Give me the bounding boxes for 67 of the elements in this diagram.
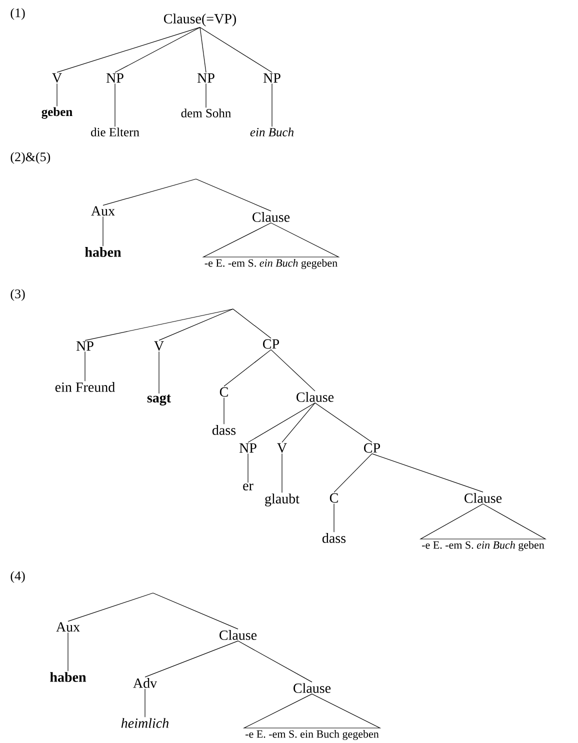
branch-line [144, 688, 146, 718]
branch-line [84, 308, 234, 341]
branch-line [56, 83, 58, 107]
tree-node-label: Adv [133, 678, 158, 688]
tree-node-label: dass [322, 533, 346, 543]
branch-line [158, 308, 234, 341]
branch-line [282, 402, 316, 443]
tree-node-label: sagt [147, 394, 171, 406]
tree-node-label: C [330, 493, 338, 503]
tree-node-label: ein Freund [55, 382, 115, 392]
tree-node-label: NP [76, 341, 94, 351]
branch-line [200, 27, 272, 73]
terminal-string: -e E. -em S. ein Buch geben [422, 541, 544, 551]
branch-line [196, 178, 272, 212]
tree-node-label: dass [212, 425, 236, 435]
tree-node-label: er [243, 484, 254, 490]
tree-node-label: NP [197, 73, 214, 83]
example-number: (1) [10, 8, 25, 20]
branch-line [68, 592, 154, 622]
tree-node-label: haben [50, 672, 86, 682]
tree-node-label: NP [106, 73, 124, 83]
branch-line [102, 178, 196, 206]
branch-line [144, 640, 238, 678]
branch-line [114, 83, 116, 127]
tree-node-label: NP [263, 73, 280, 83]
tree-node-label: Clause [252, 212, 290, 222]
tree-node-label: glaubt [265, 494, 300, 506]
tree-node-label: Aux [91, 206, 115, 216]
tree-node-label: Clause [464, 493, 502, 503]
tree-node-label: Clause(=VP) [164, 14, 236, 26]
branch-line [56, 27, 200, 73]
branch-line [114, 27, 200, 73]
terminal-word: geben [42, 107, 72, 119]
example-number: (4) [10, 571, 25, 583]
branch-line [270, 349, 316, 392]
terminal-string: -e E. -em S. ein Buch gegeben [204, 259, 338, 269]
tree-node-label: NP [239, 443, 256, 453]
branch-line [84, 351, 86, 382]
tree-node-label: Clause [294, 683, 331, 693]
branch-line [224, 349, 272, 387]
example-number: (2)&(5) [10, 152, 50, 164]
tree-node-label: V [277, 443, 287, 453]
branch-line [102, 216, 104, 246]
tree-node-label: haben [85, 247, 122, 257]
terminal-word: dem Sohn [181, 108, 231, 118]
tree-node-label: Aux [56, 622, 80, 632]
branch-line [372, 453, 484, 492]
branch-line [334, 453, 372, 493]
branch-line [200, 27, 206, 73]
example-number: (3) [10, 289, 25, 301]
branch-line [238, 640, 312, 682]
tree-node-label: Clause [296, 392, 334, 402]
tree-node-label: heimlich [121, 718, 169, 728]
tree-node-label: V [52, 73, 62, 83]
tree-node-label: Clause [220, 630, 257, 640]
branch-line [158, 351, 160, 394]
branch-line [152, 592, 238, 630]
branch-line [314, 402, 372, 443]
tree-node-label: V [154, 341, 164, 351]
terminal-word: ein Buch [250, 128, 294, 136]
tree-node-label: CP [364, 443, 380, 453]
tree-node-label: C [220, 387, 228, 397]
branch-line [232, 308, 272, 339]
terminal-string: -e E. -em S. ein Buch gegeben [246, 730, 379, 740]
terminal-word: die Eltern [90, 128, 140, 136]
tree-node-label: CP [263, 339, 279, 349]
branch-line [248, 402, 316, 443]
